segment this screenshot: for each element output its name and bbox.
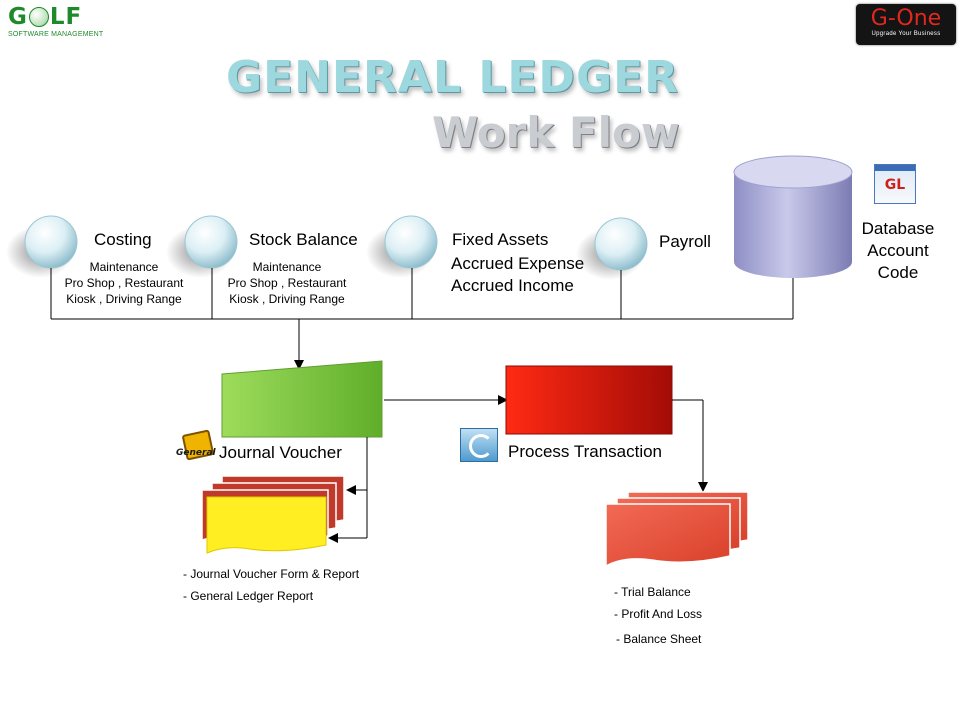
- source-title-costing: Costing: [94, 230, 152, 249]
- process-transaction-label: Process Transaction: [508, 442, 663, 461]
- g-one-logo-subtitle: Upgrade Your Business: [871, 31, 941, 37]
- g-one-logo-word: G-One: [870, 6, 942, 31]
- report-documents: [605, 491, 749, 568]
- journal-voucher-documents: [201, 475, 345, 554]
- report-output-item: - Trial Balance: [614, 585, 691, 599]
- database-line: Account: [867, 241, 929, 260]
- journal-voucher-box: [221, 360, 383, 438]
- golf-ball-icon: [28, 7, 49, 27]
- source-details-costing: Maintenance Pro Shop , Restaurant Kiosk …: [52, 259, 196, 307]
- golf-software-logo: G LF SOFTWARE MANAGEMENT: [8, 4, 108, 44]
- process-transaction-box: [505, 365, 673, 435]
- source-title-stock-balance: Stock Balance: [249, 230, 358, 249]
- journal-output-item: - General Ledger Report: [183, 589, 314, 603]
- golf-logo-subtitle: SOFTWARE MANAGEMENT: [8, 31, 104, 38]
- sphere-fixed-assets: [384, 215, 438, 269]
- journal-voucher-label: Journal Voucher: [219, 443, 342, 462]
- report-output-item: - Balance Sheet: [616, 632, 702, 646]
- source-bus-lines: [50, 268, 794, 320]
- journal-output-item: - Journal Voucher Form & Report: [183, 567, 360, 581]
- source-line: Kiosk , Driving Range: [66, 292, 182, 306]
- sphere-stock-balance: [184, 215, 238, 269]
- source-line-accrued-expense: Accrued Expense: [451, 254, 585, 273]
- source-line: Kiosk , Driving Range: [229, 292, 345, 306]
- source-title-fixed-assets: Fixed Assets: [452, 230, 549, 249]
- general-book-icon: General: [176, 429, 216, 464]
- source-line: Maintenance: [252, 260, 322, 274]
- database-line: Database: [861, 219, 935, 238]
- source-line: Maintenance: [89, 260, 159, 274]
- title-work-flow: Work Flow: [432, 108, 680, 157]
- gl-icon: GL: [874, 164, 916, 204]
- title-general-ledger: GENERAL LEDGER: [226, 52, 680, 103]
- database-cylinder: [733, 155, 853, 278]
- source-details-stock-balance: Maintenance Pro Shop , Restaurant Kiosk …: [214, 259, 360, 307]
- source-title-payroll: Payroll: [659, 232, 711, 251]
- golf-logo-word: G LF: [8, 4, 83, 30]
- source-line-accrued-income: Accrued Income: [451, 276, 574, 295]
- g-one-logo: G-One Upgrade Your Business: [856, 4, 956, 45]
- source-line: Pro Shop , Restaurant: [64, 276, 184, 290]
- sphere-payroll: [594, 217, 648, 271]
- database-line: Code: [877, 263, 919, 282]
- source-line: Pro Shop , Restaurant: [227, 276, 347, 290]
- database-label: Database Account Code: [852, 218, 944, 284]
- process-refresh-icon: [460, 428, 498, 462]
- report-output-item: - Profit And Loss: [614, 607, 703, 621]
